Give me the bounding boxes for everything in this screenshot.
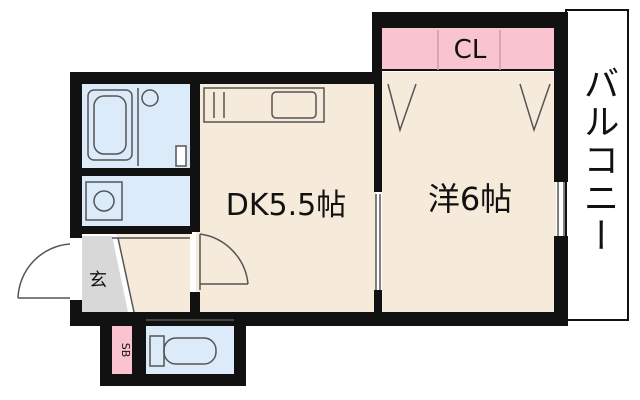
kitchen-counter: [203, 87, 325, 123]
western-room-door: [375, 194, 381, 290]
shoebox-label: SB: [119, 343, 132, 358]
closet-doors: [382, 30, 554, 133]
walls: [70, 12, 568, 386]
toilet-floor: [146, 320, 234, 374]
closet-area: [382, 28, 554, 70]
bathtub: [87, 88, 159, 166]
entrance-door: [17, 237, 190, 313]
entrance-floor: [82, 236, 128, 312]
balcony-window: [557, 182, 565, 236]
dk-label: DK5.5帖: [226, 188, 346, 223]
hall-floor: [116, 232, 190, 312]
washbasin: [85, 145, 187, 221]
toilet: [146, 319, 234, 367]
dk-door: [199, 233, 249, 290]
balcony-area: [565, 9, 629, 321]
entrance-label: 玄: [89, 270, 107, 291]
shoebox-area: [112, 326, 132, 374]
balcony-label: バルコニー: [578, 65, 619, 255]
bathroom-floor: [82, 84, 190, 170]
closet-label: CL: [454, 35, 487, 65]
western-room-floor: [382, 72, 556, 312]
western-room-label: 洋6帖: [428, 180, 512, 218]
